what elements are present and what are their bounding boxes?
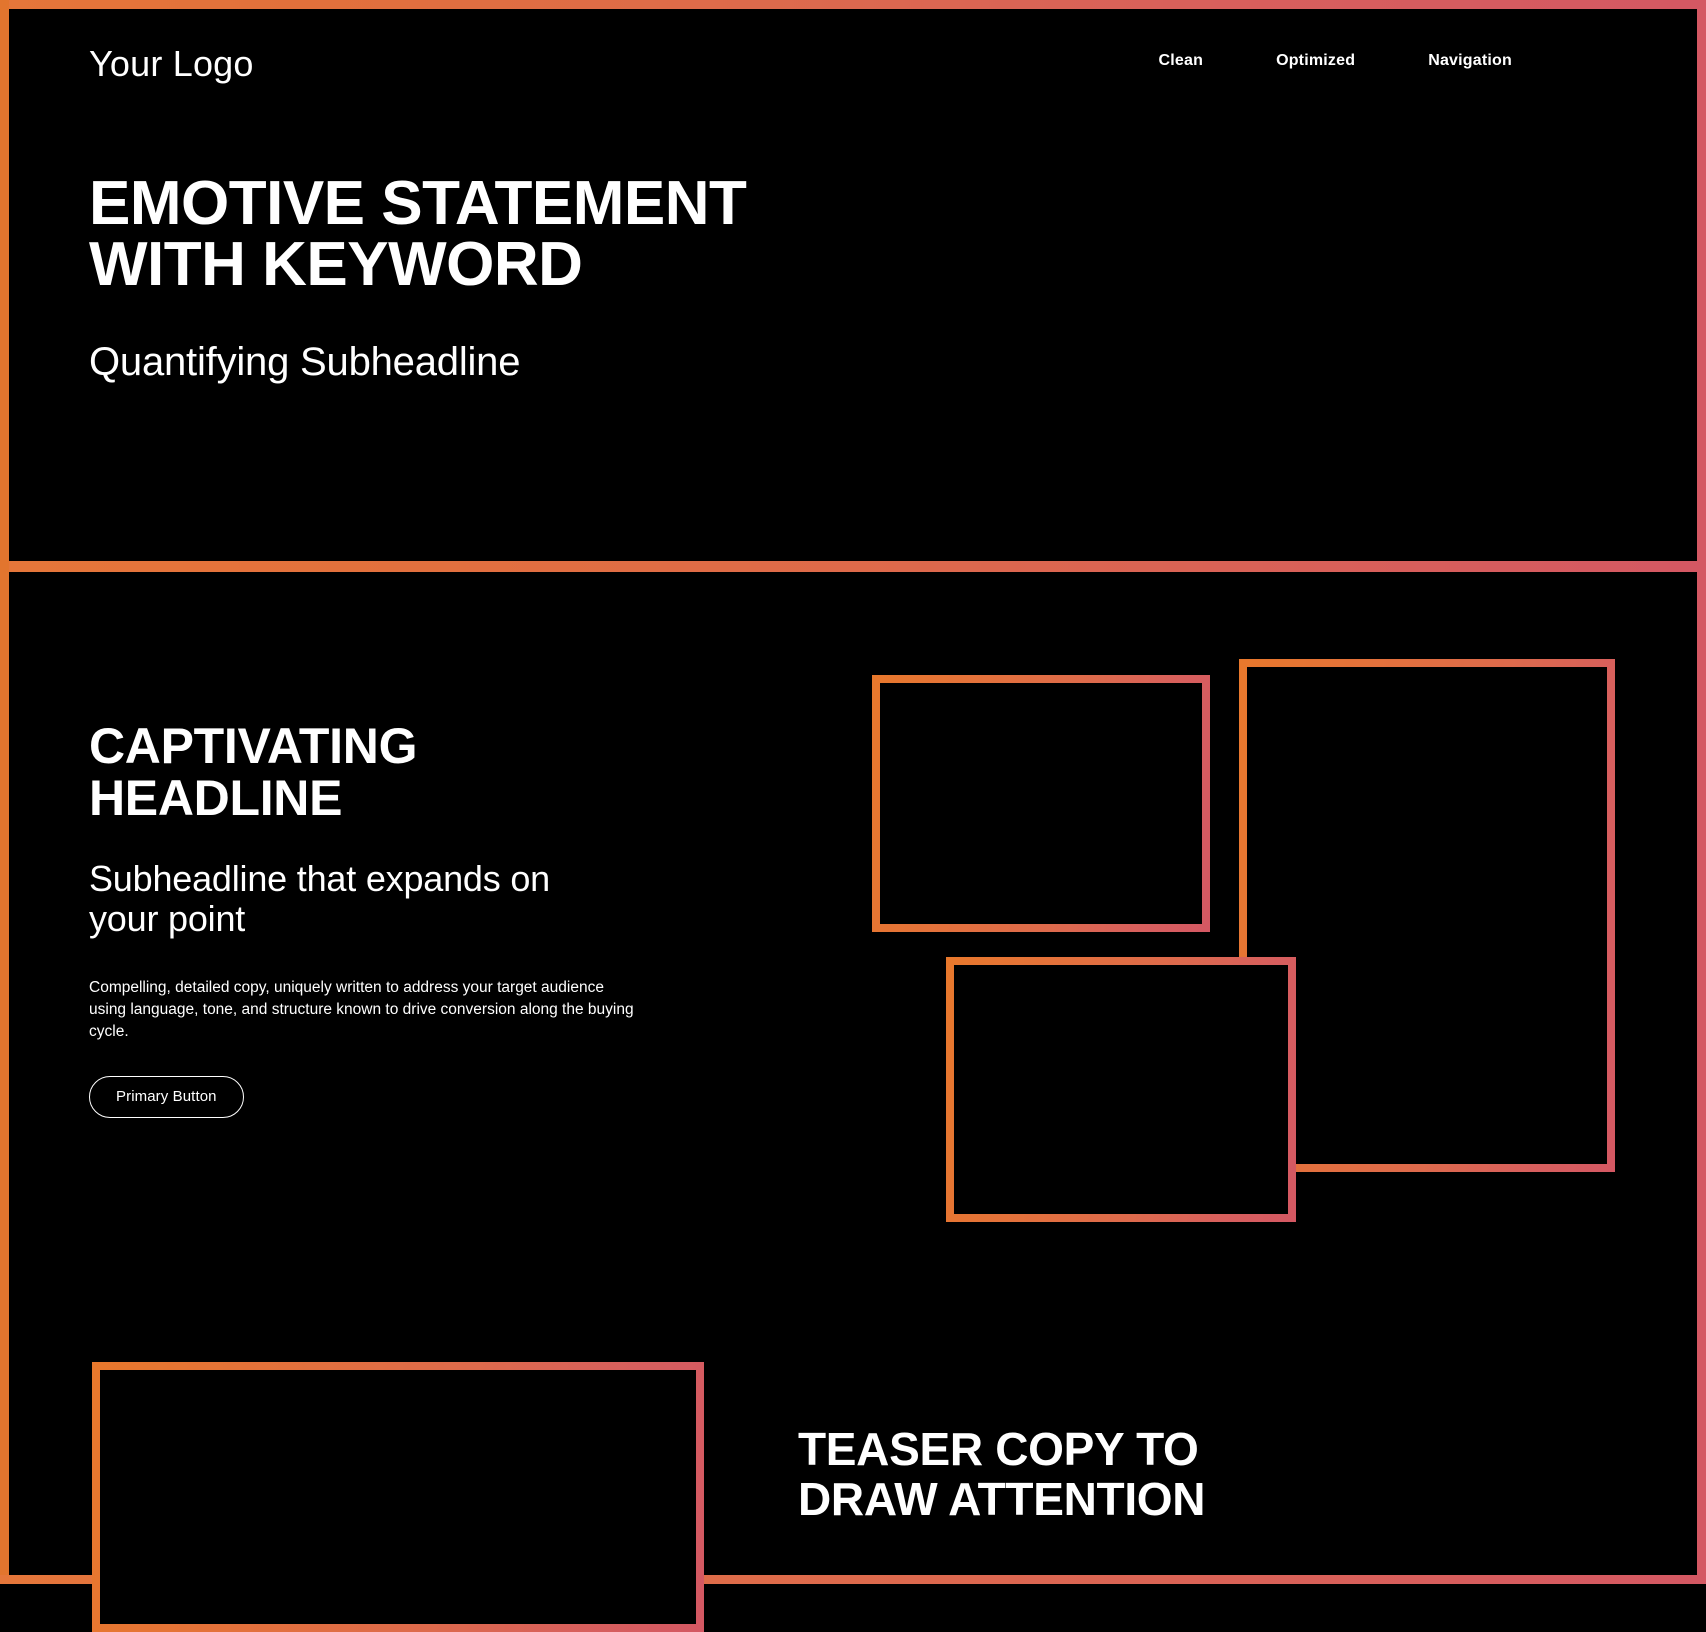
page-border-top [0,0,1706,9]
nav-item-optimized[interactable]: Optimized [1276,52,1356,69]
hero-headline: EMOTIVE STATEMENT WITH KEYWORD [89,169,747,299]
hero-subheadline: Quantifying Subheadline [89,340,521,384]
primary-button[interactable]: Primary Button [89,1075,244,1118]
image-placeholder-3[interactable] [946,957,1296,1222]
feature-section: CAPTIVATING HEADLINE Subheadline that ex… [89,720,709,1118]
main-navigation: Clean Optimized Navigation [1158,52,1512,70]
image-placeholder-4[interactable] [92,1362,704,1632]
site-logo[interactable]: Your Logo [89,43,254,84]
teaser-headline: TEASER COPY TO DRAW ATTENTION [798,1423,1206,1525]
image-placeholder-2[interactable] [1239,659,1615,1172]
hero-section: EMOTIVE STATEMENT WITH KEYWORD Quantifyi… [0,150,1706,550]
feature-subheadline: Subheadline that expands on your point [89,858,550,940]
feature-body-copy: Compelling, detailed copy, uniquely writ… [89,978,634,1041]
nav-item-navigation[interactable]: Navigation [1428,52,1512,69]
feature-headline: CAPTIVATING HEADLINE [89,718,418,826]
section-divider [9,561,1697,572]
nav-item-clean[interactable]: Clean [1158,52,1204,69]
image-placeholder-1[interactable] [872,675,1210,932]
site-header: Your Logo Clean Optimized Navigation [9,9,1697,109]
